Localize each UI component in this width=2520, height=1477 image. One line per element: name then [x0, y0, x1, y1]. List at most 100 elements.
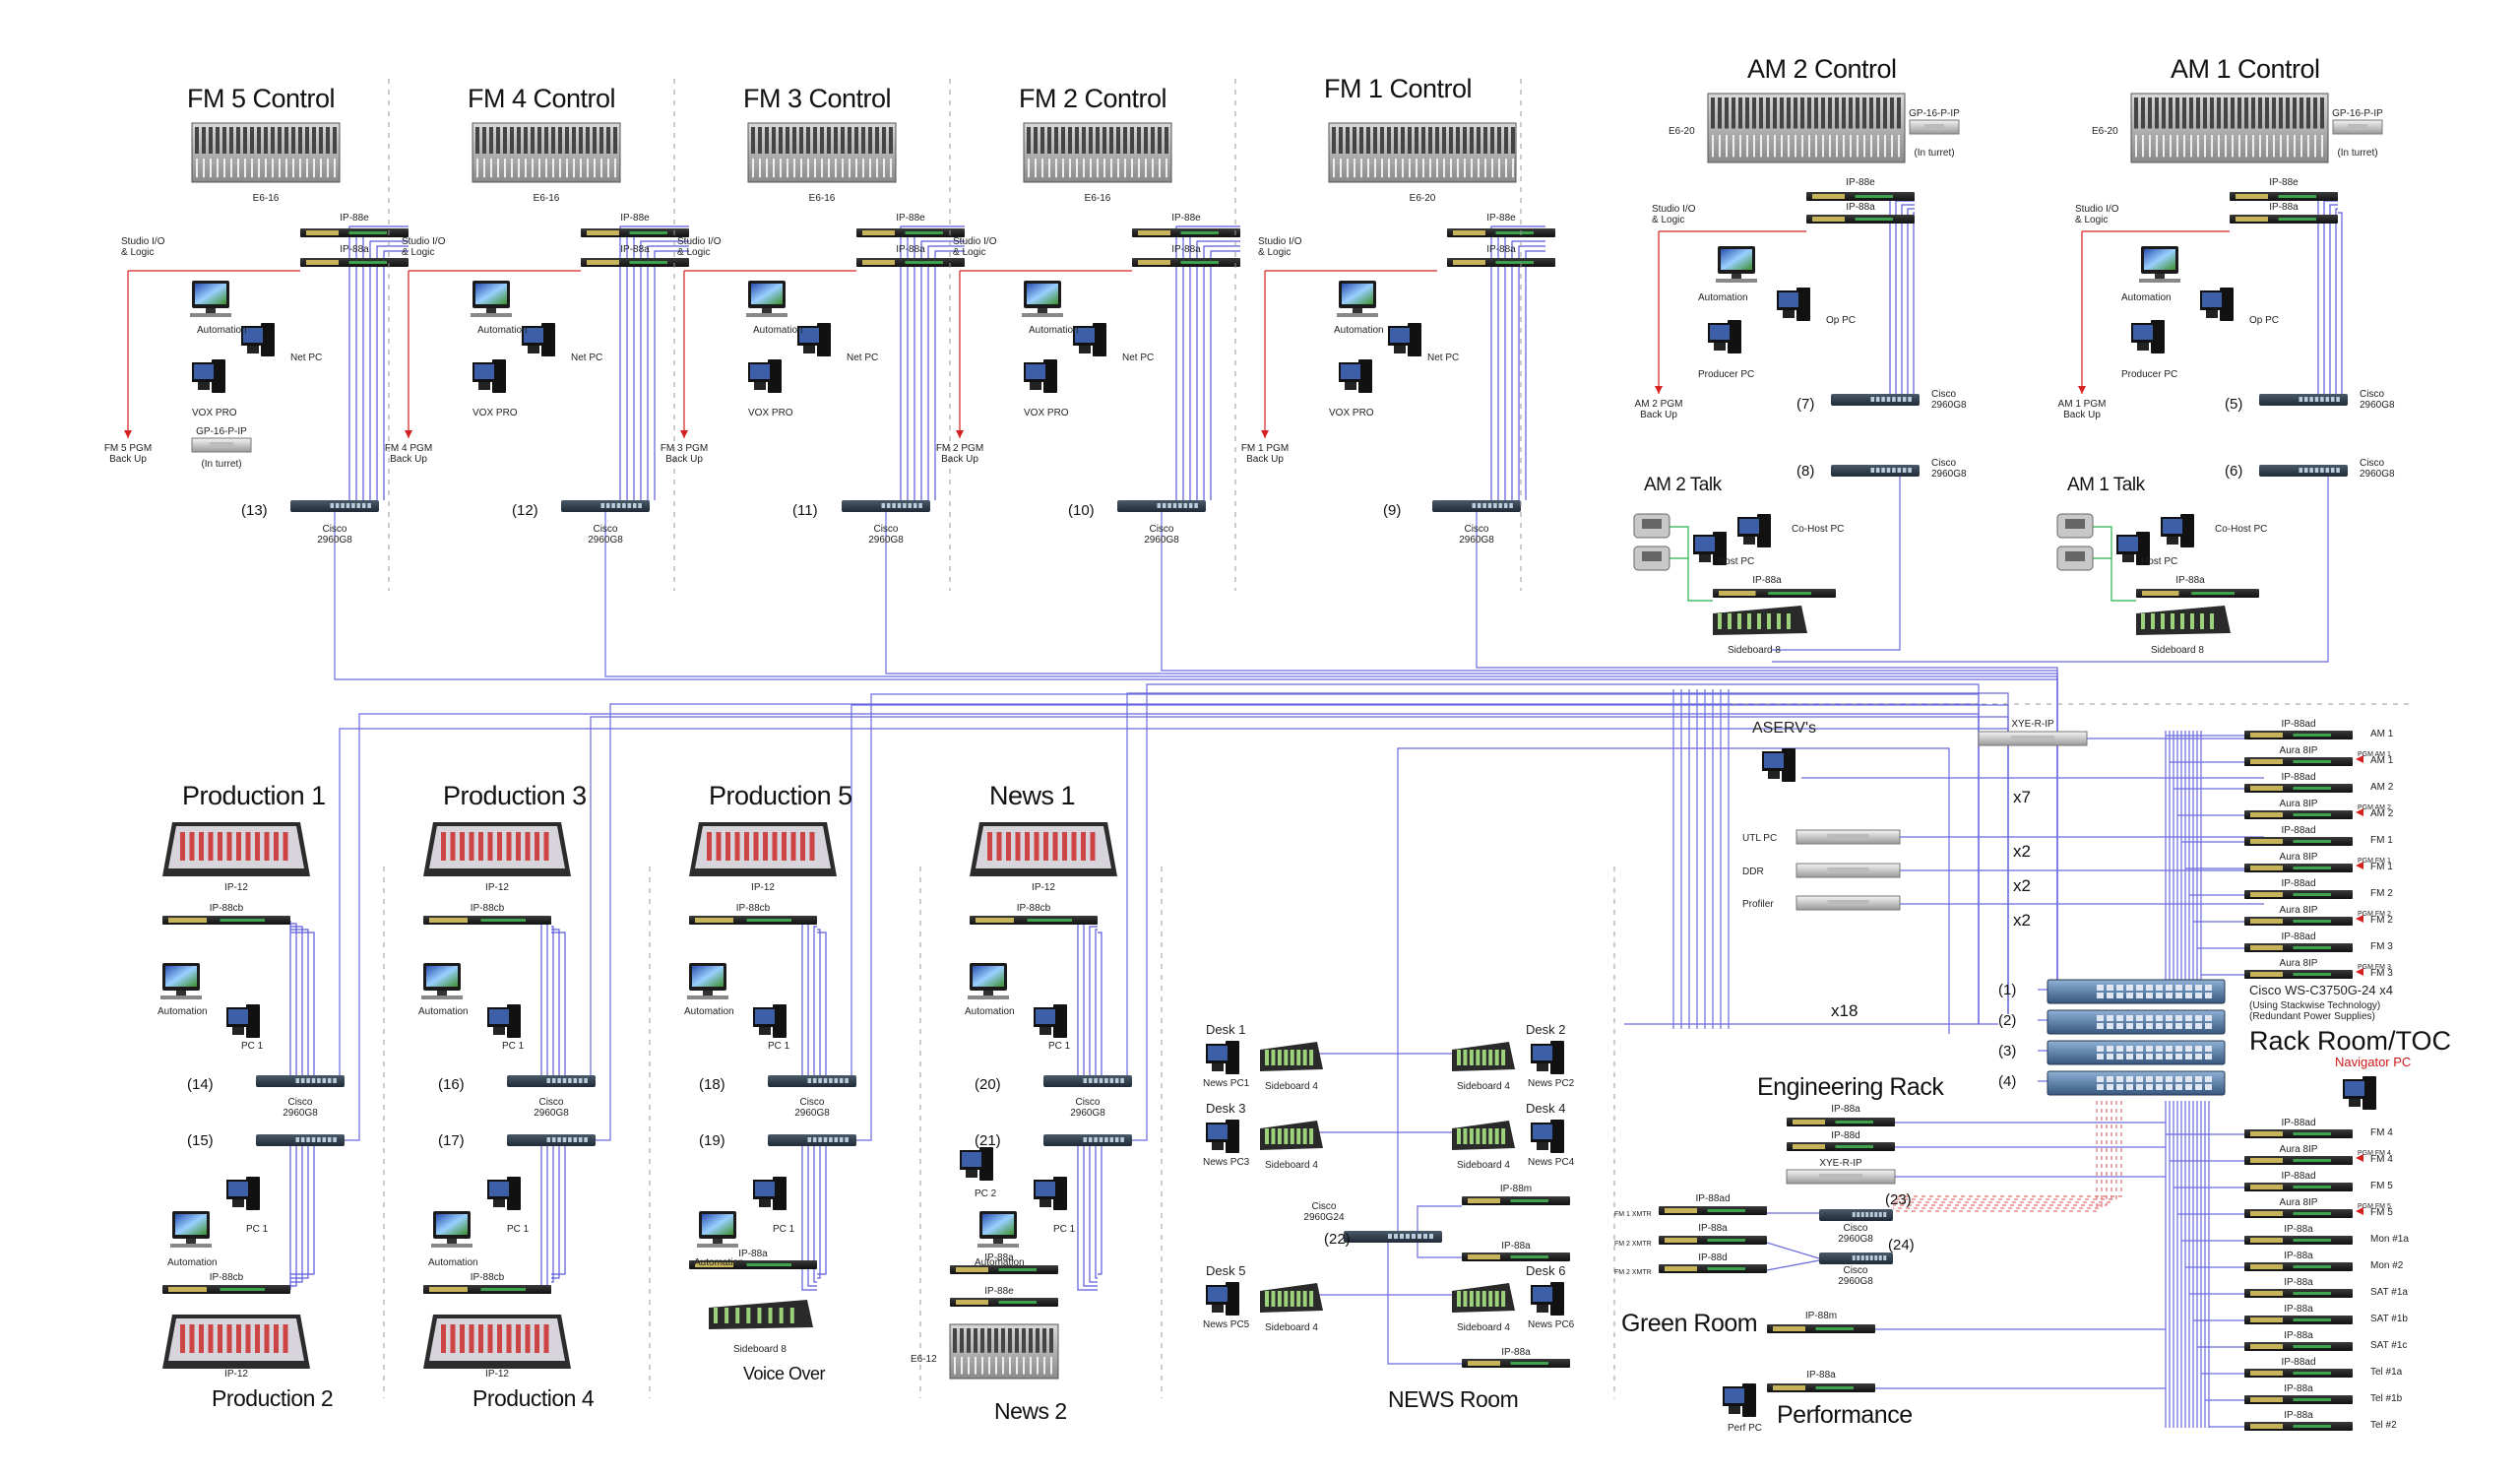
ip88a-icon	[1659, 1236, 1767, 1245]
link-line	[2329, 204, 2338, 394]
ip88a-icon	[1787, 1118, 1895, 1126]
studio-title: FM 4 Control	[468, 84, 616, 113]
link-line	[1175, 225, 1240, 500]
producer-pc-icon	[1708, 320, 1741, 353]
voxpro-icon	[472, 359, 506, 393]
device-label: IP-88e	[1486, 213, 1516, 224]
link-line	[551, 1146, 560, 1279]
net-pc-icon	[1388, 323, 1421, 356]
cisco-switch-icon	[1831, 394, 1920, 406]
console-model: E6-20	[1669, 126, 1695, 137]
link-line	[2338, 212, 2343, 394]
console-icon	[1707, 93, 1906, 163]
room-title: Engineering Rack	[1757, 1073, 1944, 1101]
link-line	[551, 1146, 554, 1283]
studio-title: FM 2 Control	[1019, 84, 1167, 113]
aura-icon	[2244, 917, 2353, 926]
row-label: AM 2	[2370, 808, 2394, 819]
device-label: IP-88ad	[2281, 1171, 2316, 1182]
pc1-icon	[226, 1177, 260, 1210]
ip88a-icon	[1713, 589, 1836, 598]
sideboard-icon	[1260, 1121, 1323, 1150]
device-label: Automation	[1334, 325, 1384, 336]
device-label: IP-88a	[2284, 1383, 2313, 1394]
cisco-switch-icon	[842, 500, 930, 512]
sideboard-icon	[1260, 1283, 1323, 1313]
row-label: FM 1	[2370, 835, 2393, 846]
device-label: UTL PC	[1742, 833, 1778, 844]
room-title: Performance	[1777, 1401, 1913, 1429]
link-line	[290, 1146, 309, 1279]
device-label: PC 1	[768, 1041, 790, 1052]
xmtr-label: FM 1 XMTR	[1614, 1211, 1652, 1218]
automation-pc-icon	[170, 1211, 212, 1248]
device-label: IP-12	[1032, 882, 1055, 893]
core-switch-icon	[2047, 1070, 2226, 1096]
ip88a-icon	[1806, 215, 1915, 224]
device-label: Op PC	[2249, 315, 2280, 326]
link-line	[1132, 683, 1980, 1141]
console-icon	[949, 1323, 1059, 1380]
cisco-switch-icon	[1819, 1209, 1893, 1221]
ip88ad-icon	[2244, 1395, 2353, 1404]
device-label: Sideboard 8	[1728, 645, 1781, 656]
device-label: Automation	[197, 325, 247, 336]
automation-pc-icon	[421, 963, 463, 999]
ip88ad-icon	[2244, 943, 2353, 952]
studio-title: AM 2 Control	[1747, 54, 1897, 84]
device-label: IP-88d	[1831, 1130, 1860, 1141]
switch-number: (21)	[975, 1132, 1001, 1149]
link-line	[290, 926, 303, 1075]
xmtr-label: FM 2 XMTR	[1614, 1269, 1652, 1276]
device-label: IP-88a	[1501, 1241, 1531, 1252]
device-label: Net PC	[290, 353, 323, 363]
console-icon	[747, 122, 897, 183]
link-line	[376, 245, 409, 500]
device-label: VOX PRO	[472, 408, 518, 418]
audio-link	[1669, 526, 1713, 602]
device-label: Automation	[167, 1257, 218, 1268]
link-line	[290, 929, 309, 1075]
link-line	[1203, 245, 1240, 500]
link-line	[2317, 196, 2338, 394]
link-line	[551, 931, 566, 1075]
device-label: IP-88a	[620, 244, 650, 255]
multiplier: x2	[2013, 842, 2031, 861]
link-line	[1913, 212, 1915, 394]
navigator-pc-icon	[2343, 1076, 2376, 1110]
ip88cb-icon	[689, 916, 817, 925]
core-switch-label: Cisco WS-C3750G-24 x4	[2249, 983, 2393, 997]
rack-room-title: Rack Room/TOC	[2249, 1026, 2452, 1056]
row-label: Mon #2	[2370, 1260, 2404, 1271]
server-rack-icon	[1796, 863, 1901, 878]
device-label: IP-88cb	[470, 1272, 505, 1283]
device-label: Net PC	[1122, 353, 1155, 363]
link-line	[546, 923, 551, 1075]
link-line	[546, 1146, 551, 1287]
link-line	[369, 240, 409, 500]
row-label: FM 3	[2370, 941, 2393, 952]
pgm-label: PGM FM 2	[2358, 911, 2391, 918]
automation-pc-icon	[1337, 281, 1378, 317]
core-port-number: (4)	[1998, 1073, 2017, 1090]
device-label: Sideboard 4	[1265, 1081, 1318, 1092]
pgm-label: PGM AM 2	[2358, 804, 2391, 811]
console-icon	[2130, 93, 2329, 163]
link-line	[654, 250, 689, 500]
device-label: IP-88cb	[209, 903, 244, 914]
room-title: News 1	[989, 781, 1076, 810]
link-line	[540, 920, 551, 1075]
room-title: Production 4	[472, 1385, 595, 1411]
device-label: Automation	[694, 1257, 744, 1268]
ip88ad-icon	[2244, 1129, 2353, 1138]
link-line	[290, 1146, 303, 1283]
news-pc-icon	[1206, 1282, 1239, 1316]
link-line	[807, 923, 817, 1075]
link-line	[1387, 1243, 1462, 1365]
cisco-switch-icon	[768, 1134, 856, 1146]
pc1-icon	[1034, 1004, 1067, 1038]
console-icon	[472, 122, 621, 183]
